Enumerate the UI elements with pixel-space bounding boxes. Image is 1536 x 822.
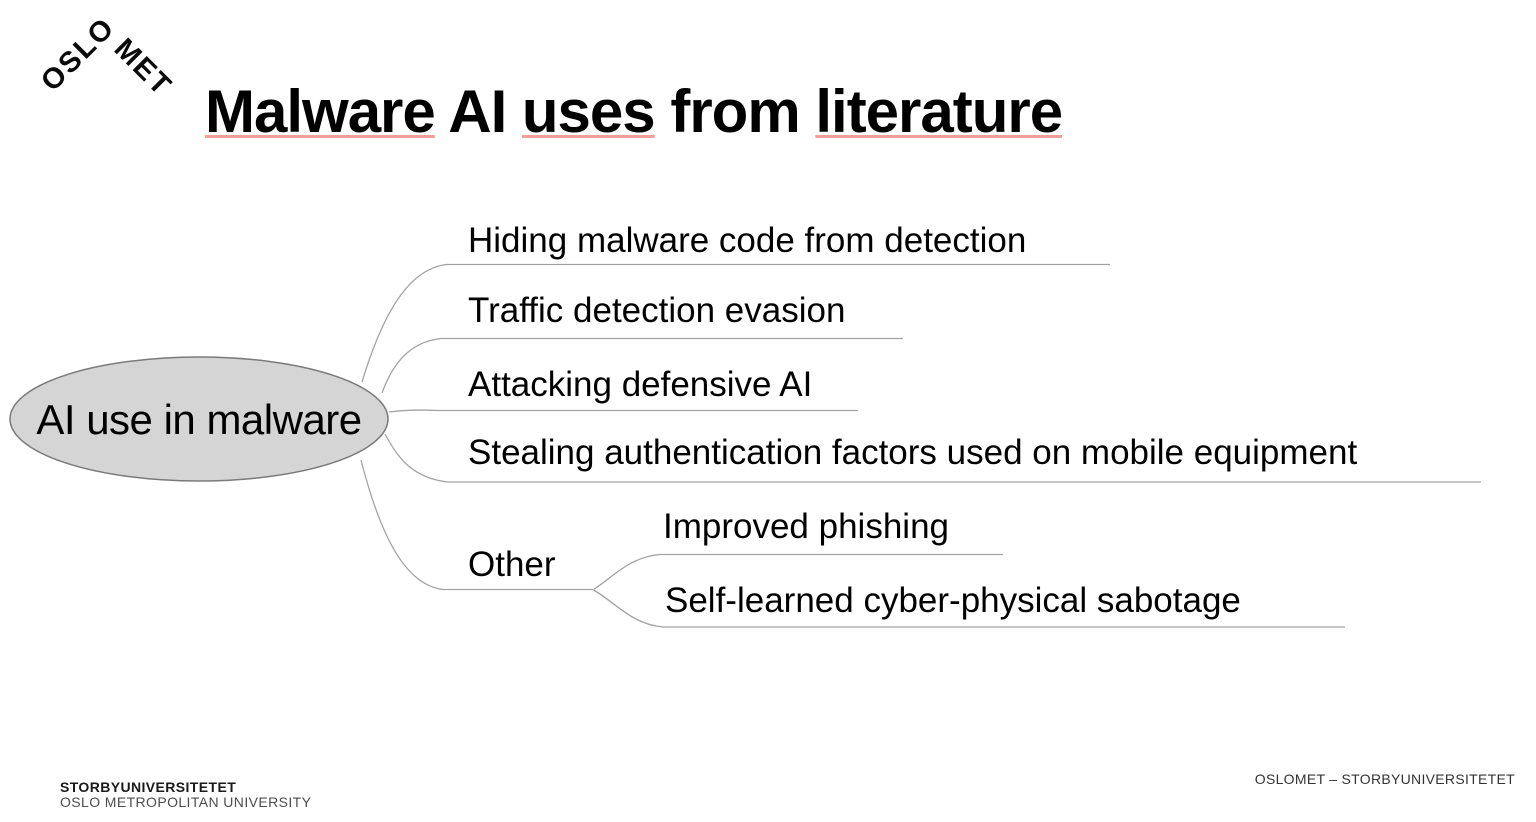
branch-curve-traffic-evasion — [381, 337, 903, 394]
branch-label-stealing-auth: Stealing authentication factors used on … — [468, 433, 1358, 472]
branch-label-traffic-evasion: Traffic detection evasion — [468, 291, 846, 330]
branch-curve-stealing-auth — [384, 433, 1481, 483]
branch-label-hiding-malware: Hiding malware code from detection — [468, 221, 1027, 260]
slide-title: Malware AI uses from literature — [205, 82, 1063, 142]
branch-label-attacking-ai: Attacking defensive AI — [468, 365, 813, 404]
root-node-ellipse — [9, 356, 389, 482]
footer-university-norwegian: STORBYUNIVERSITETET — [60, 779, 237, 795]
title-word: from — [670, 78, 800, 146]
title-word: Malware — [205, 78, 436, 146]
branch-curve-hiding-malware — [361, 263, 1110, 383]
branch-curve-other — [360, 459, 593, 591]
branch-label-improved-phishing: Improved phishing — [663, 507, 949, 546]
mindmap-root-label: AI use in malware — [36, 395, 362, 443]
branch-curve-improved-phishing — [593, 553, 1003, 591]
footer-right-university: OSLOMET – STORBYUNIVERSITETET — [1254, 771, 1515, 787]
branch-label-self-learned-sabotage: Self-learned cyber-physical sabotage — [665, 581, 1241, 620]
title-word: uses — [521, 78, 656, 146]
title-word: literature — [815, 78, 1063, 146]
footer-university-english: OSLO METROPOLITAN UNIVERSITY — [60, 794, 312, 810]
branch-label-other: Other — [468, 545, 556, 584]
branch-curve-attacking-ai — [388, 409, 858, 413]
branch-curve-self-learned — [593, 589, 1345, 628]
title-word: AI — [448, 78, 507, 146]
